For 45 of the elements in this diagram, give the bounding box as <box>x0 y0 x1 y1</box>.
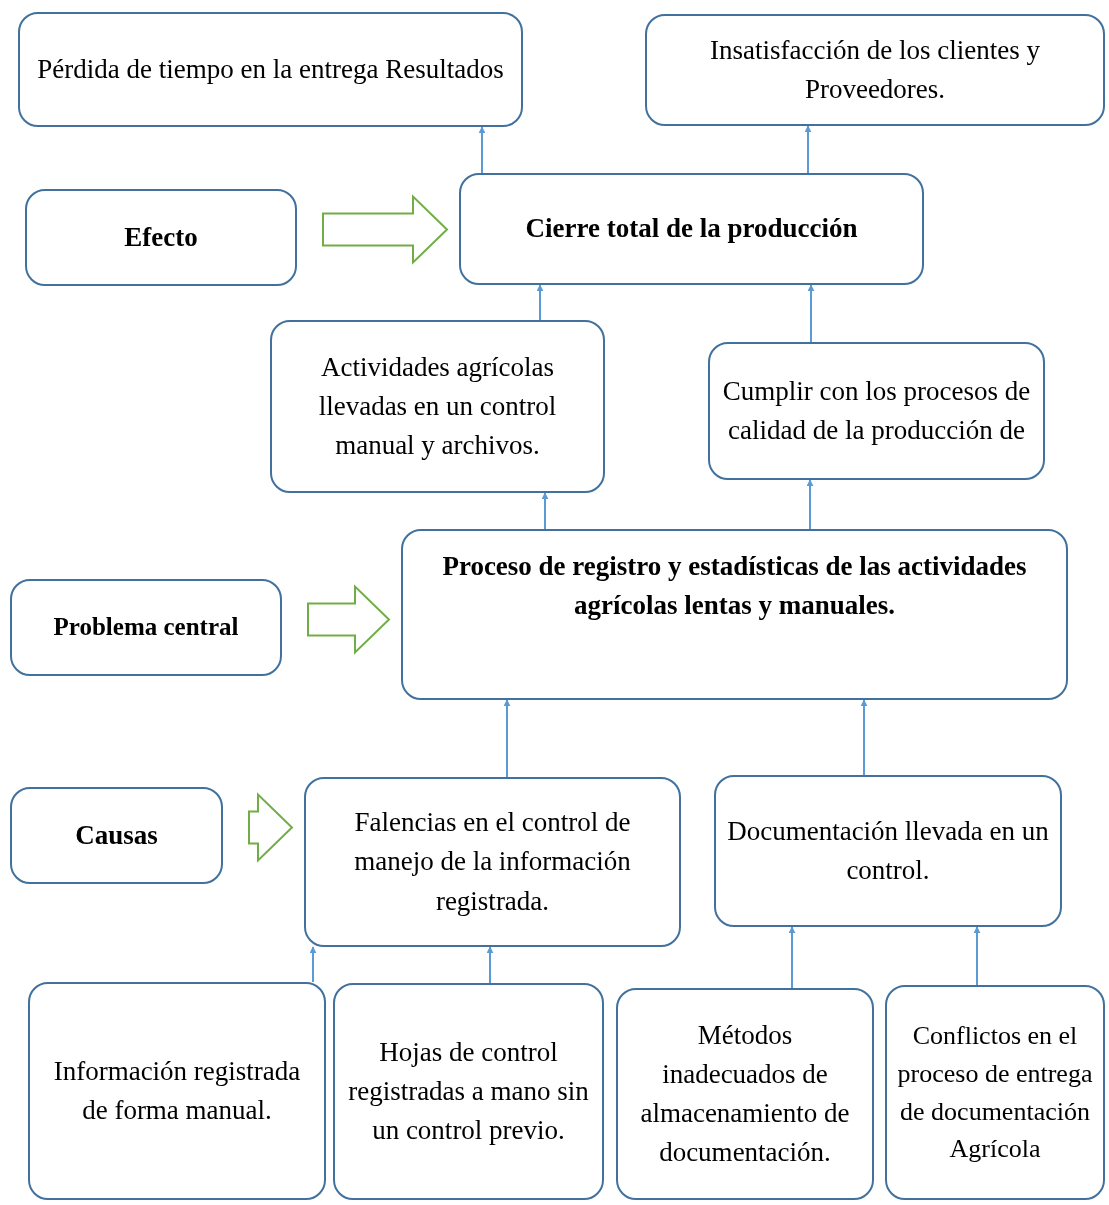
process-box <box>28 982 326 1200</box>
process-box <box>18 12 523 127</box>
arrow <box>973 926 981 986</box>
header-box <box>401 529 1068 700</box>
block-arrow <box>248 792 294 863</box>
arrow <box>541 492 549 530</box>
header-box <box>10 787 223 884</box>
block-arrow <box>307 584 391 655</box>
box-text: Pérdida de tiempo en la entrega Resultados <box>37 52 504 86</box>
header-box <box>25 189 297 286</box>
arrow <box>536 284 544 321</box>
box-text: Conflictos en el proceso de entrega de documentación Agrícola <box>897 1020 1093 1166</box>
process-box <box>708 342 1045 480</box>
box-text: Insatisfacción de los clientes y Proveedores. <box>709 33 1041 106</box>
arrow <box>788 926 796 989</box>
process-box <box>270 320 605 493</box>
box-text: Hojas de control registradas a mano sin un control previo. <box>347 1035 590 1148</box>
block-arrow <box>322 194 449 265</box>
box-text: Métodos inadecuados de almacenamiento de documentación. <box>639 1018 851 1170</box>
box-text: Causas <box>75 818 158 852</box>
box-text: Efecto <box>124 220 198 254</box>
arrow <box>309 946 317 983</box>
arrow <box>807 284 815 343</box>
arrow <box>486 946 494 984</box>
process-box <box>333 983 604 1200</box>
arrow <box>806 479 814 530</box>
process-box <box>714 775 1062 927</box>
process-box <box>645 14 1105 126</box>
header-box <box>459 173 924 285</box>
process-box <box>304 777 681 947</box>
arrow <box>503 699 511 778</box>
header-box <box>10 579 282 676</box>
box-text: Información registrada de forma manual. <box>52 1054 302 1127</box>
box-text: Actividades agrícolas llevadas en un control manual y archivos. <box>317 350 558 463</box>
box-text: Cierre total de la producción <box>525 212 858 246</box>
box-text: Documentación llevada en un control. <box>726 814 1050 887</box>
box-text: Proceso de registro y estadísticas de las actividades agrícolas lentas y manuales. <box>441 550 1028 623</box>
arrow <box>478 126 486 174</box>
arrow <box>860 699 868 776</box>
box-text: Problema central <box>53 612 239 643</box>
box-text: Cumplir con los procesos de calidad de la producción de <box>721 374 1032 447</box>
arrow <box>804 125 812 174</box>
process-box <box>616 988 874 1200</box>
box-text: Falencias en el control de manejo de la información registrada. <box>353 806 632 918</box>
process-box <box>885 985 1105 1200</box>
